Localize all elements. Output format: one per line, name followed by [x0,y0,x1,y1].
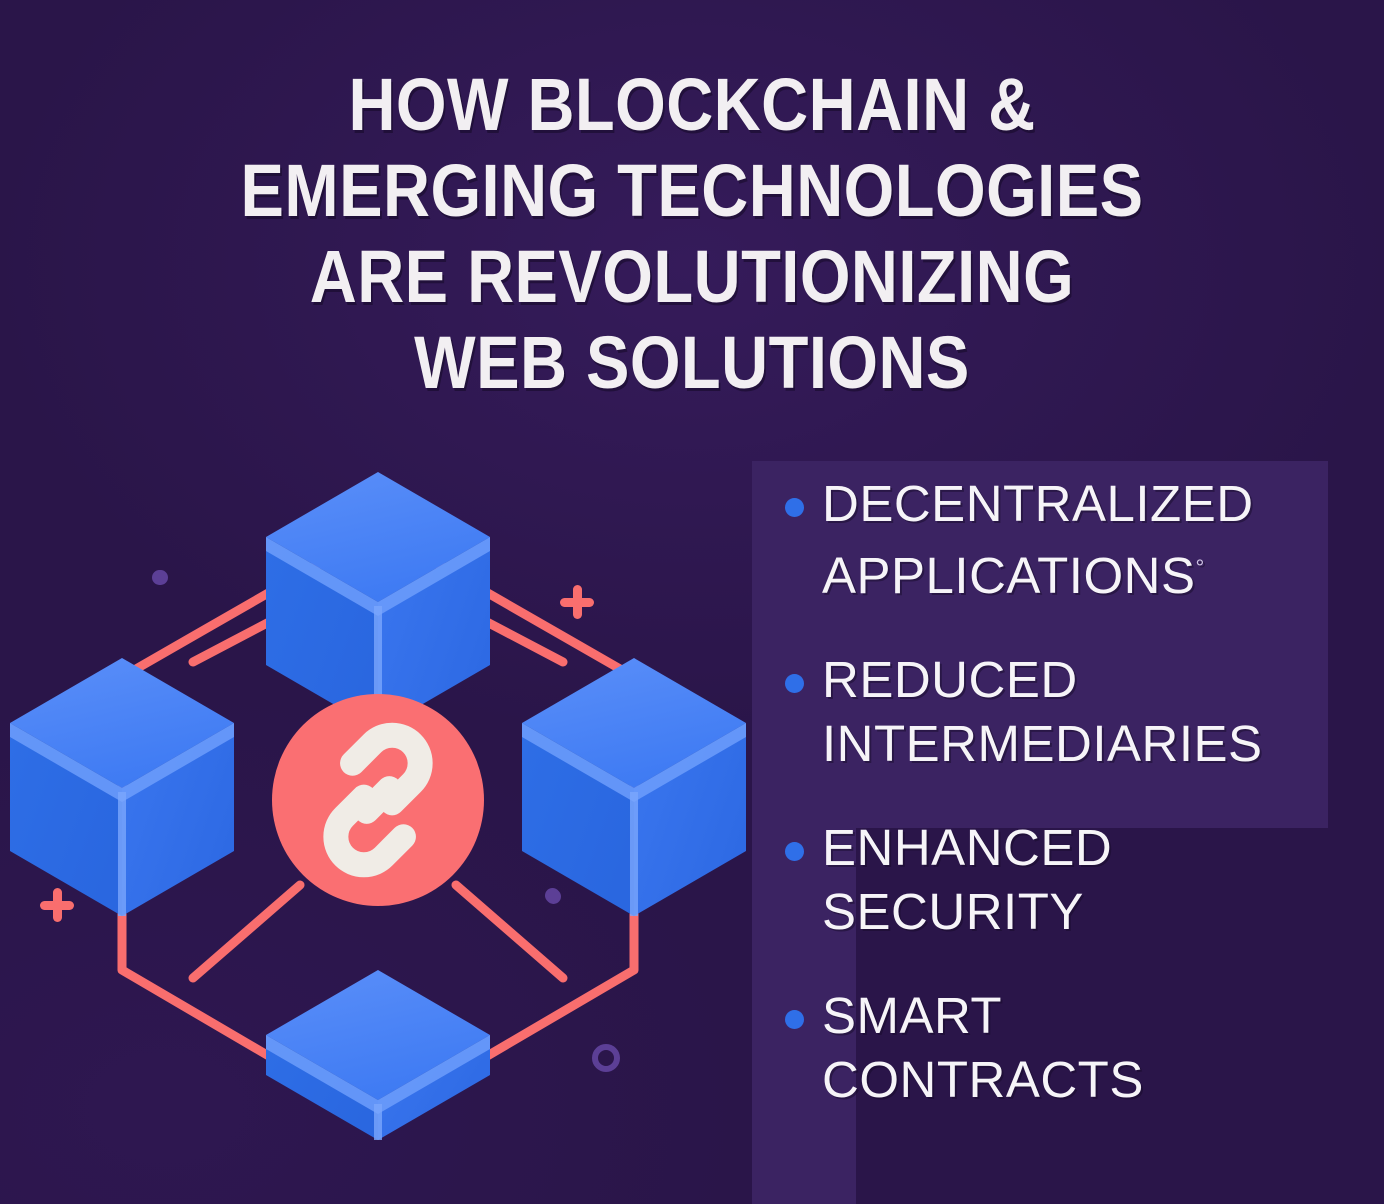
list-item[interactable]: DECENTRALIZED APPLICATIONS° [766,472,1366,608]
list-item[interactable]: REDUCED INTERMEDIARIES [766,648,1366,776]
cube-edge-right [378,537,490,616]
spoke-bottom-right [451,880,568,983]
bullet-icon-wrap [766,472,822,517]
list-item[interactable]: SMART CONTRACTS [766,984,1366,1112]
cube-edge-left [10,723,122,802]
dot-mark [153,570,168,585]
plus-bar-vertical [53,888,62,922]
bullet-icon-wrap [766,984,822,1029]
cube-vertical-edge [374,606,382,730]
center-link-node[interactable] [272,694,484,906]
blockchain-network-diagram [0,430,760,1190]
list-item[interactable]: ENHANCED SECURITY [766,816,1366,944]
list-item-line: APPLICATIONS° [822,536,1254,608]
plus-mark [40,888,74,922]
network-svg [10,472,746,1140]
list-item-line: SMART [822,987,1003,1044]
cube-vertical-edge [118,792,126,916]
cube-right-face [634,723,746,916]
title-line-4: WEB SOLUTIONS [414,321,970,404]
plus-mark [560,585,594,619]
cube-node-top[interactable] [266,472,490,730]
cube-left-face [266,537,378,730]
bullet-icon-wrap [766,648,822,693]
title-line-1: HOW BLOCKCHAIN & [348,63,1036,146]
degree-mark: ° [1195,555,1205,580]
cube-edge-right [378,1035,490,1114]
cube-edge-right [634,723,746,802]
cube-edge-left [522,723,634,802]
list-item-line-text: APPLICATIONS [822,547,1196,604]
benefits-panel [752,461,1328,828]
cube-left-face [522,723,634,916]
link-chain-icon [323,722,433,878]
cube-edge-right [122,723,234,802]
list-item-line: SECURITY [822,883,1084,940]
list-item-label: DECENTRALIZED APPLICATIONS° [822,472,1254,608]
cube-right-face [122,723,234,916]
title-line-2: EMERGING TECHNOLOGIES [240,149,1144,232]
ring-mark [592,1044,620,1072]
spoke-bottom-left [188,880,305,983]
cube-vertical-edge [374,1104,382,1140]
list-item-line: CONTRACTS [822,1051,1144,1108]
list-item-label: ENHANCED SECURITY [822,816,1112,944]
cube-node-bottom[interactable] [266,970,490,1140]
benefits-list: DECENTRALIZED APPLICATIONS° REDUCED INTE… [766,472,1366,1152]
bullet-icon-wrap [766,816,822,861]
list-item-label: REDUCED INTERMEDIARIES [822,648,1263,776]
cube-edge-left [266,537,378,616]
list-item-label: SMART CONTRACTS [822,984,1144,1112]
cube-right-face [378,537,490,730]
title-line-3: ARE REVOLUTIONIZING [309,235,1075,318]
dot-mark [546,889,561,904]
plus-bar-vertical [573,585,582,619]
list-item-line: INTERMEDIARIES [822,715,1263,772]
cube-left-face [10,723,122,916]
cube-edge-left [266,1035,378,1114]
cube-vertical-edge [630,792,638,916]
bullet-dot-icon [784,1010,804,1029]
bullet-dot-icon [784,674,804,693]
list-item-line: DECENTRALIZED [822,475,1254,532]
bullet-dot-icon [784,842,804,861]
page-title: HOW BLOCKCHAIN & EMERGING TECHNOLOGIES A… [83,62,1301,406]
list-item-line: REDUCED [822,651,1078,708]
cube-node-right[interactable] [522,658,746,916]
cube-node-left[interactable] [10,658,234,916]
list-item-line: ENHANCED [822,819,1113,876]
bullet-dot-icon [784,498,804,517]
